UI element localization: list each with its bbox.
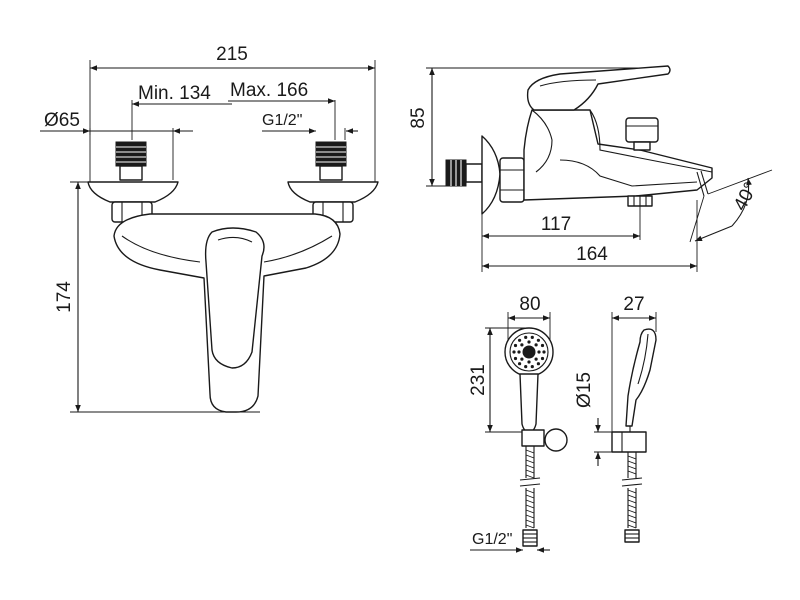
nozzle <box>513 343 518 348</box>
nozzle <box>517 350 521 354</box>
hose-winding <box>525 489 535 494</box>
side-lever <box>526 65 671 111</box>
handshower-front-dimensions: 80 231 G1/2" <box>468 294 550 553</box>
right-flange <box>287 181 379 203</box>
nozzle <box>513 356 518 361</box>
side-view <box>426 65 713 272</box>
hose-winding <box>627 470 637 475</box>
nozzle <box>540 356 545 361</box>
dim-total-depth: 164 <box>576 244 608 265</box>
hose-winding <box>525 449 535 454</box>
shower-handle <box>519 373 539 433</box>
nozzle <box>520 357 524 361</box>
hose-winding <box>627 519 637 524</box>
hose-winding <box>525 519 535 524</box>
dim-handshower-length: 231 <box>468 364 489 396</box>
handshower-side-dimensions: 27 Ø15 <box>574 294 656 466</box>
side-inlet <box>445 159 483 187</box>
nozzle <box>536 362 541 366</box>
hose-winding <box>525 509 535 514</box>
left-inlet <box>115 141 147 181</box>
hose-winding <box>627 465 637 470</box>
side-flange <box>481 135 501 215</box>
dim-min-spacing: Min. 134 <box>138 83 211 104</box>
nozzle <box>527 360 531 364</box>
hose-winding <box>627 509 637 514</box>
nozzle <box>536 338 541 342</box>
hose-winding <box>525 494 535 499</box>
nozzle <box>518 338 522 342</box>
left-flange <box>87 181 179 203</box>
side-body <box>523 109 713 201</box>
nozzle <box>512 350 516 354</box>
hose-winding <box>525 474 535 479</box>
hose-winding <box>525 499 535 504</box>
front-dimensions: 215 Min. 134 Max. 166 Ø65 G1/2" 174 <box>40 44 375 412</box>
nozzle <box>534 357 538 361</box>
nozzle <box>530 365 534 369</box>
hose-winding <box>627 489 637 494</box>
nozzle <box>540 343 545 348</box>
hose-winding <box>627 494 637 499</box>
dim-handshower-width: 80 <box>519 294 540 315</box>
nozzle <box>527 340 531 344</box>
diverter-knob <box>625 117 659 143</box>
dim-lever-height: 85 <box>408 107 429 128</box>
hose-winding <box>627 460 637 465</box>
hose-winding <box>627 504 637 509</box>
dim-spout-reach: 117 <box>541 214 571 235</box>
nozzle <box>542 350 546 354</box>
mixer-lever <box>204 227 265 369</box>
handshower-front <box>485 312 568 547</box>
dim-hose-thread: G1/2" <box>472 531 512 548</box>
dim-flange-diameter: Ø65 <box>44 110 80 131</box>
side-nut <box>499 157 525 203</box>
nozzle <box>524 365 528 369</box>
nozzle <box>534 343 538 347</box>
nozzle <box>524 335 528 339</box>
shower-head <box>504 327 554 377</box>
nozzle <box>520 343 524 347</box>
handshower-side <box>594 312 657 543</box>
dim-handshower-depth: 27 <box>623 294 644 315</box>
hose-winding <box>525 469 535 474</box>
side-shower-head <box>625 328 657 427</box>
hose-winding <box>525 514 535 519</box>
hose-winding <box>525 454 535 459</box>
side-holder <box>611 431 647 453</box>
hose-winding <box>525 504 535 509</box>
dim-inlet-thread: G1/2" <box>262 112 302 129</box>
dim-height: 174 <box>54 281 75 313</box>
hose-winding <box>525 464 535 469</box>
hose-winding <box>627 455 637 460</box>
hose-winding <box>525 524 535 529</box>
front-view <box>70 60 379 413</box>
hose-winding <box>627 514 637 519</box>
hose-winding <box>627 499 637 504</box>
hose-winding <box>627 524 637 529</box>
right-inlet <box>315 141 347 181</box>
dim-max-spacing: Max. 166 <box>230 80 308 101</box>
nozzle <box>537 350 541 354</box>
dim-handle-diameter: Ø15 <box>574 372 595 408</box>
shower-holder <box>521 429 545 447</box>
hose-winding <box>525 459 535 464</box>
nozzle <box>518 362 522 366</box>
nozzle <box>530 335 534 339</box>
dim-overall-width: 215 <box>216 44 248 65</box>
